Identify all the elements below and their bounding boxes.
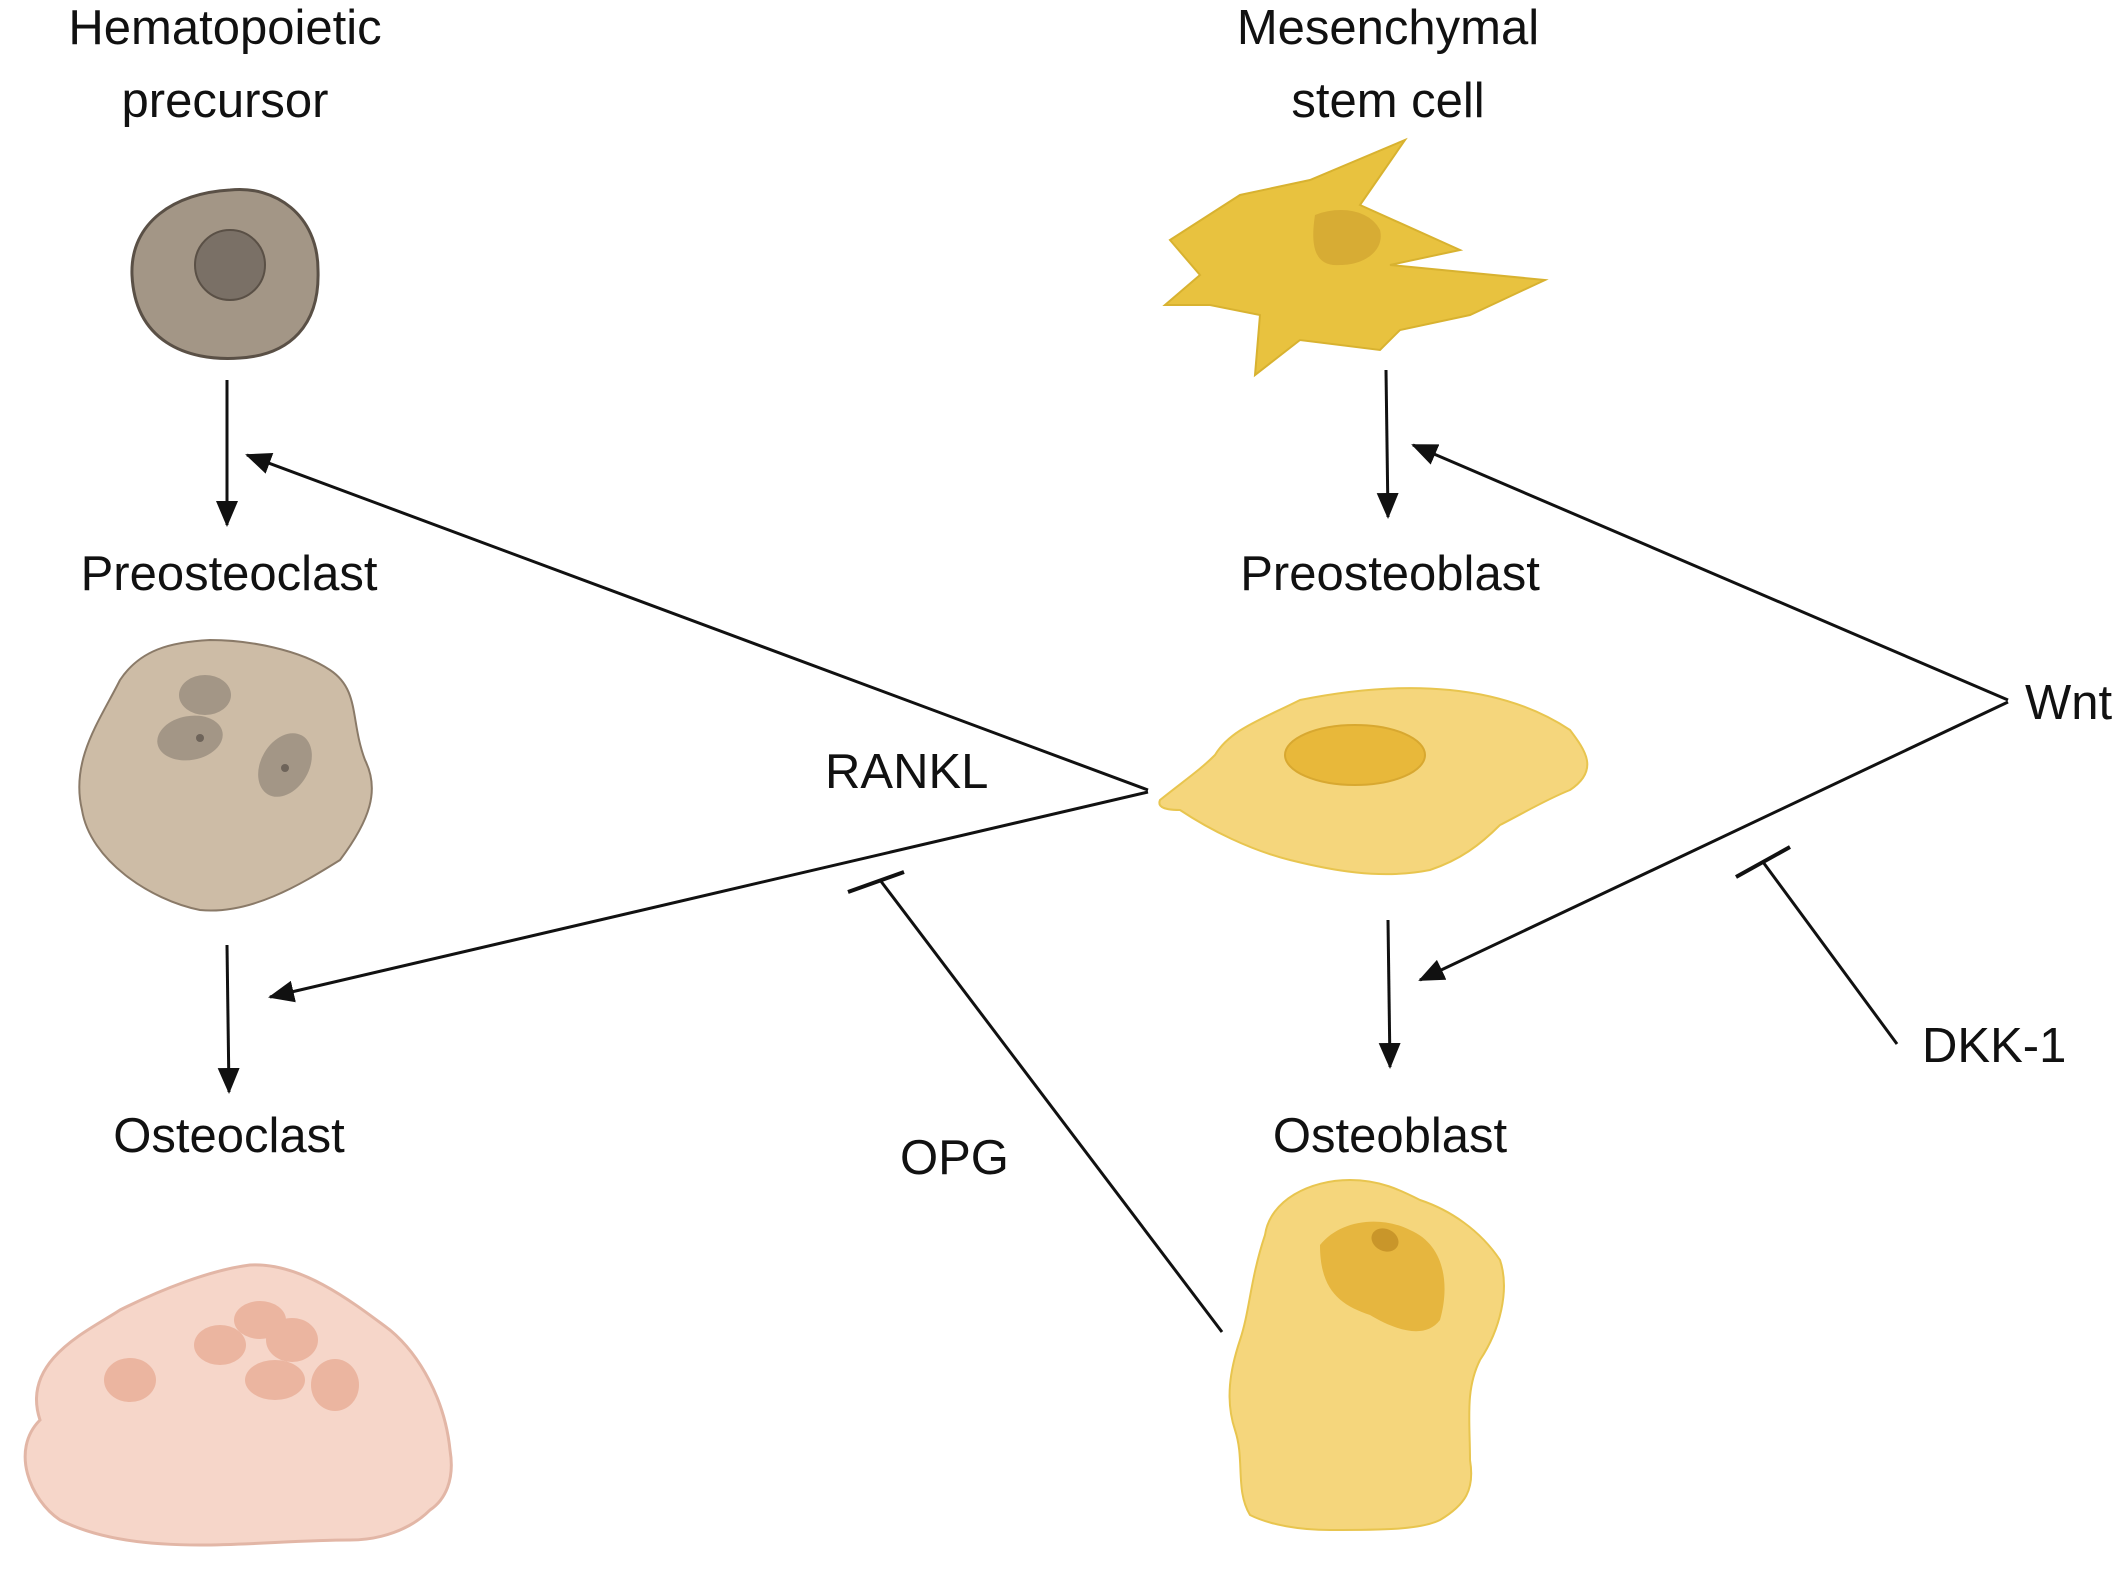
osteoblast-label: Osteoblast — [1272, 1109, 1508, 1163]
osteoclast-cell-icon — [23, 1263, 453, 1547]
opg-label: OPG — [900, 1131, 1009, 1185]
wnt-label: Wnt — [2025, 676, 2113, 730]
preosteoblast-label: Preosteoblast — [1240, 547, 1540, 601]
dkk1-inhibition-line — [1761, 861, 1899, 1045]
dkk1-inhibition-bar — [1735, 845, 1791, 879]
mesenchymal-stem-cell-icon — [1162, 137, 1549, 378]
rankl-label: RANKL — [825, 745, 989, 799]
mesenchymal-line1: Mesenchymal — [1236, 1, 1540, 55]
osteoclast-label: Osteoclast — [113, 1109, 345, 1163]
opg-inhibition-line — [878, 879, 1224, 1333]
hematopoietic-line1: Hematopoietic — [68, 1, 382, 55]
dkk1-label: DKK-1 — [1922, 1019, 2067, 1073]
hematopoietic-precursor-cell-icon — [130, 187, 320, 360]
opg-inhibition-bar — [847, 870, 905, 894]
arrow-preosteoblast-to-osteoblast — [1378, 919, 1401, 1069]
arrow-preosteoclast-to-osteoclast — [217, 944, 240, 1094]
rankl-arrow-to-preosteoclast — [245, 453, 1149, 792]
hematopoietic-line2: precursor — [121, 73, 329, 128]
arrow-msc-to-preosteoblast — [1376, 369, 1399, 519]
osteoblast-cell-icon — [1228, 1178, 1505, 1532]
preosteoclast-cell-icon — [78, 638, 373, 912]
wnt-arrow-to-preosteoblast — [1411, 443, 2009, 702]
wnt-arrow-to-osteoblast — [1418, 700, 2009, 982]
preosteoclast-label: Preosteoclast — [80, 547, 378, 601]
preosteoblast-cell-icon — [1158, 687, 1589, 876]
rankl-arrow-to-osteoclast — [268, 790, 1149, 1003]
mesenchymal-stem-cell-label: Mesenchymal stem cell — [1237, 0, 1539, 137]
hematopoietic-precursor-label: Hematopoietic precursor — [68, 0, 381, 137]
mesenchymal-line2: stem cell — [1291, 73, 1485, 128]
